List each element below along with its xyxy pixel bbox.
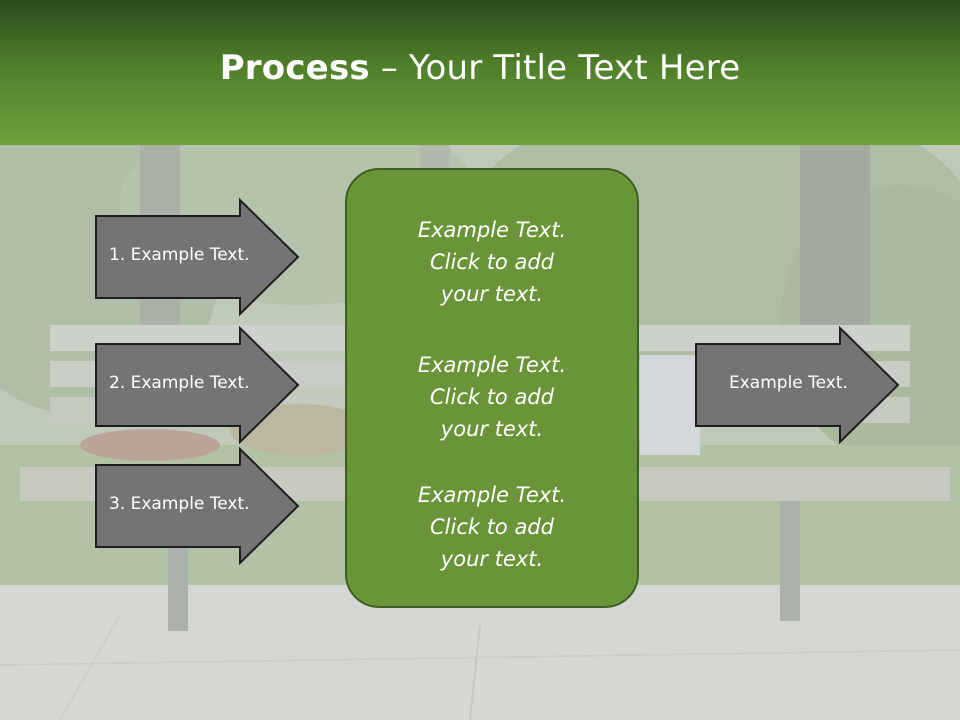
center-text-box[interactable]: Example Text. Click to add your text. Ex… <box>345 168 639 608</box>
center-item-3-line-3: your text. <box>440 547 544 571</box>
center-item-2-line-2: Click to add <box>429 385 554 409</box>
center-item-1-line-1: Example Text. <box>417 218 567 242</box>
center-item-2: Example Text. Click to add your text. <box>347 349 637 445</box>
title-bold: Process <box>219 48 370 88</box>
center-item-3-line-1: Example Text. <box>417 483 567 507</box>
center-item-1-line-3: your text. <box>440 282 544 306</box>
center-item-1: Example Text. Click to add your text. <box>347 214 637 310</box>
center-item-3-line-2: Click to add <box>429 515 554 539</box>
slide-title[interactable]: Process – Your Title Text Here <box>0 48 960 88</box>
process-arrow-2[interactable] <box>94 326 300 444</box>
title-banner: Process – Your Title Text Here <box>0 0 960 145</box>
center-item-3: Example Text. Click to add your text. <box>347 479 637 575</box>
process-arrow-3-label: 3. Example Text. <box>109 494 250 514</box>
center-item-1-line-2: Click to add <box>429 250 554 274</box>
process-arrow-1-label: 1. Example Text. <box>109 245 250 265</box>
process-arrow-3[interactable] <box>94 447 300 565</box>
process-arrow-1[interactable] <box>94 198 300 316</box>
result-arrow[interactable] <box>694 326 900 444</box>
title-rest: – Your Title Text Here <box>369 48 741 88</box>
result-arrow-label: Example Text. <box>729 373 848 393</box>
center-item-2-line-1: Example Text. <box>417 353 567 377</box>
process-arrow-2-label: 2. Example Text. <box>109 373 250 393</box>
center-item-2-line-3: your text. <box>440 417 544 441</box>
